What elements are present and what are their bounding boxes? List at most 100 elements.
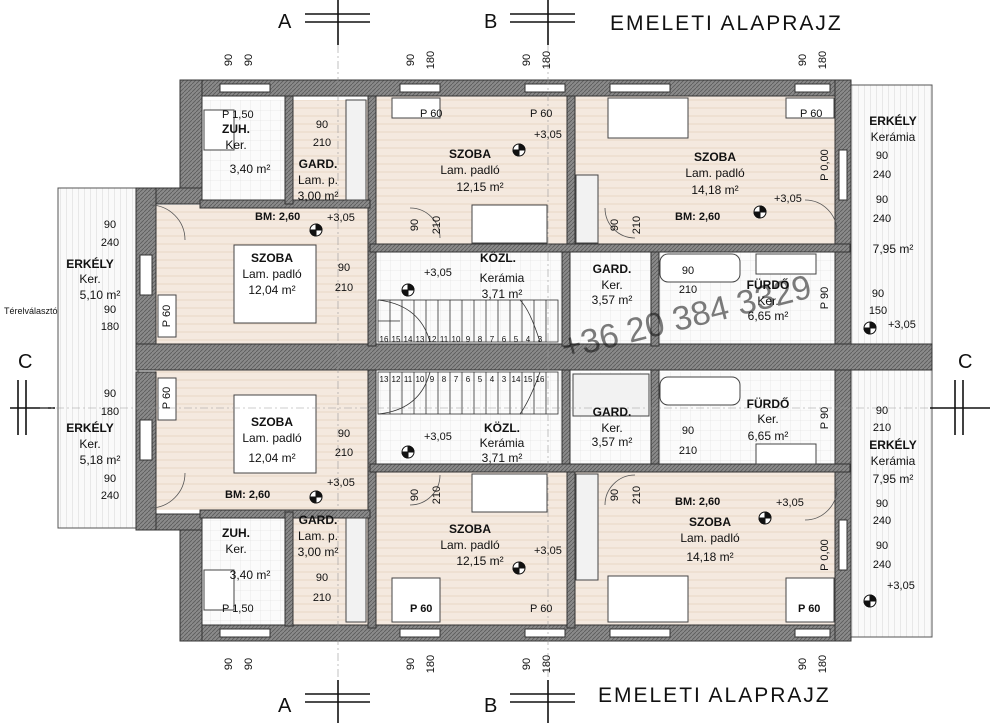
label-erkely-left-bottom: ERKÉLY <box>66 420 114 435</box>
svg-text:180: 180 <box>101 321 119 333</box>
svg-text:210: 210 <box>631 486 643 504</box>
label-gard-mid-bottom-area: 3,57 m² <box>592 435 633 449</box>
level-9: +3,05 <box>534 545 562 557</box>
svg-text:90: 90 <box>797 54 809 66</box>
label-szoba-mid-top: SZOBA <box>449 147 491 161</box>
svg-text:P 0,00: P 0,00 <box>819 539 831 571</box>
label-szoba-left-top-floor: Lam. padló <box>242 267 302 281</box>
label-zuh-bottom: ZUH. <box>222 526 250 540</box>
label-furdo-bottom-floor: Ker. <box>757 412 778 426</box>
level-marker-icon <box>309 223 323 237</box>
stair-number: 11 <box>404 375 413 384</box>
wardrobe-mid-top <box>575 174 599 244</box>
svg-text:180: 180 <box>817 655 829 673</box>
p150-top: P 1,50 <box>222 109 254 121</box>
svg-text:180: 180 <box>541 655 553 673</box>
p60-5: P 60 <box>530 603 552 615</box>
bm-label-bottom-right: BM: 2,60 <box>675 496 720 508</box>
bathtub-top <box>659 253 741 283</box>
stair-number: 8 <box>478 335 483 344</box>
label-kozl-bottom-area: 3,71 m² <box>482 451 523 465</box>
svg-text:180: 180 <box>425 655 437 673</box>
bathtub-bottom <box>659 376 741 406</box>
section-lines <box>10 0 990 723</box>
staircase-top <box>377 299 559 343</box>
stair-number: 14 <box>512 375 521 384</box>
walls <box>135 79 933 642</box>
svg-text:210: 210 <box>873 422 891 434</box>
label-szoba-right-top: SZOBA <box>694 150 736 164</box>
stair-number: 9 <box>466 335 471 344</box>
stair-number: 6 <box>502 335 507 344</box>
level-marker-icon <box>309 490 323 504</box>
stair-number: 4 <box>490 375 495 384</box>
label-furdo-top-area: 6,65 m² <box>748 309 789 323</box>
label-gard-mid-top-area: 3,57 m² <box>592 293 633 307</box>
level-marker-icon <box>863 321 877 335</box>
p60-1: P 60 <box>420 108 442 120</box>
staircase-bottom <box>377 371 559 415</box>
desk-mid-bottom <box>391 577 441 623</box>
bm-label-bottom-left: BM: 2,60 <box>225 489 270 501</box>
svg-text:90: 90 <box>223 54 235 66</box>
label-kozl-bottom: KÖZL. <box>484 420 520 435</box>
stair-number: 16 <box>380 335 389 344</box>
p60-3: P 60 <box>800 108 822 120</box>
stair-number: 13 <box>380 375 389 384</box>
level-marker-icon <box>401 445 415 459</box>
section-a-top: A <box>278 11 292 33</box>
svg-text:240: 240 <box>101 490 119 502</box>
svg-text:P 60: P 60 <box>161 305 173 327</box>
label-erkely-right-bottom-area: 7,95 m² <box>873 472 914 486</box>
room-labels: ZUH. Ker. 3,40 m² GARD. Lam. p. 3,00 m² … <box>66 113 917 582</box>
label-kozl-top: KÖZL. <box>480 250 516 265</box>
stair-number: 3 <box>538 335 543 344</box>
svg-text:180: 180 <box>817 51 829 69</box>
section-c-left: C <box>18 351 32 373</box>
svg-text:90: 90 <box>876 150 888 162</box>
svg-text:90: 90 <box>243 658 255 670</box>
label-szoba-mid-bottom-area: 12,15 m² <box>456 554 503 568</box>
desk-right-bottom <box>785 577 835 623</box>
svg-text:90: 90 <box>521 54 533 66</box>
stair-number: 15 <box>392 335 401 344</box>
label-gard-small-bottom: GARD. <box>299 513 338 527</box>
label-szoba-right-bottom: SZOBA <box>689 515 731 529</box>
level-markers <box>309 143 877 608</box>
label-erkely-right-top-floor: Kerámia <box>871 130 916 144</box>
doors <box>149 199 838 521</box>
svg-text:210: 210 <box>431 216 443 234</box>
label-gard-mid-top-floor: Ker. <box>601 278 622 292</box>
svg-text:P 90: P 90 <box>819 287 831 309</box>
label-gard-small-top: GARD. <box>299 157 338 171</box>
stair-number: 7 <box>490 335 495 344</box>
wardrobe-bottom <box>345 517 367 623</box>
label-gard-small-top-floor: Lam. p. <box>298 173 338 187</box>
level-4: +3,05 <box>424 267 452 279</box>
stair-number: 14 <box>404 335 413 344</box>
stair-number: 13 <box>416 335 425 344</box>
section-c-right: C <box>958 351 972 373</box>
section-b-top: B <box>484 11 497 33</box>
title-top: EMELETI ALAPRAJZ <box>610 12 843 35</box>
label-zuh-top: ZUH. <box>222 122 250 136</box>
label-erkely-left-top-floor: Ker. <box>79 272 100 286</box>
dimension-numbers: 90 90 90 180 90 180 90 180 90 90 90 180 … <box>101 51 891 673</box>
label-gard-mid-bottom-floor: Ker. <box>601 421 622 435</box>
label-szoba-left-top-area: 12,04 m² <box>248 283 295 297</box>
svg-text:210: 210 <box>631 216 643 234</box>
furniture <box>157 97 835 623</box>
wardrobe-hall-bottom <box>572 373 650 417</box>
dimension-lines <box>40 45 930 680</box>
label-szoba-right-top-area: 14,18 m² <box>691 183 738 197</box>
label-zuh-bottom-floor: Ker. <box>225 542 246 556</box>
stair-number: 5 <box>514 335 519 344</box>
balcony-left <box>57 187 139 529</box>
svg-text:210: 210 <box>679 445 697 457</box>
svg-text:90: 90 <box>104 388 116 400</box>
p150-bottom: P 1,50 <box>222 603 254 615</box>
svg-text:90: 90 <box>316 572 328 584</box>
label-furdo-bottom: FÜRDŐ <box>747 396 790 411</box>
section-b-bottom: B <box>484 695 497 717</box>
